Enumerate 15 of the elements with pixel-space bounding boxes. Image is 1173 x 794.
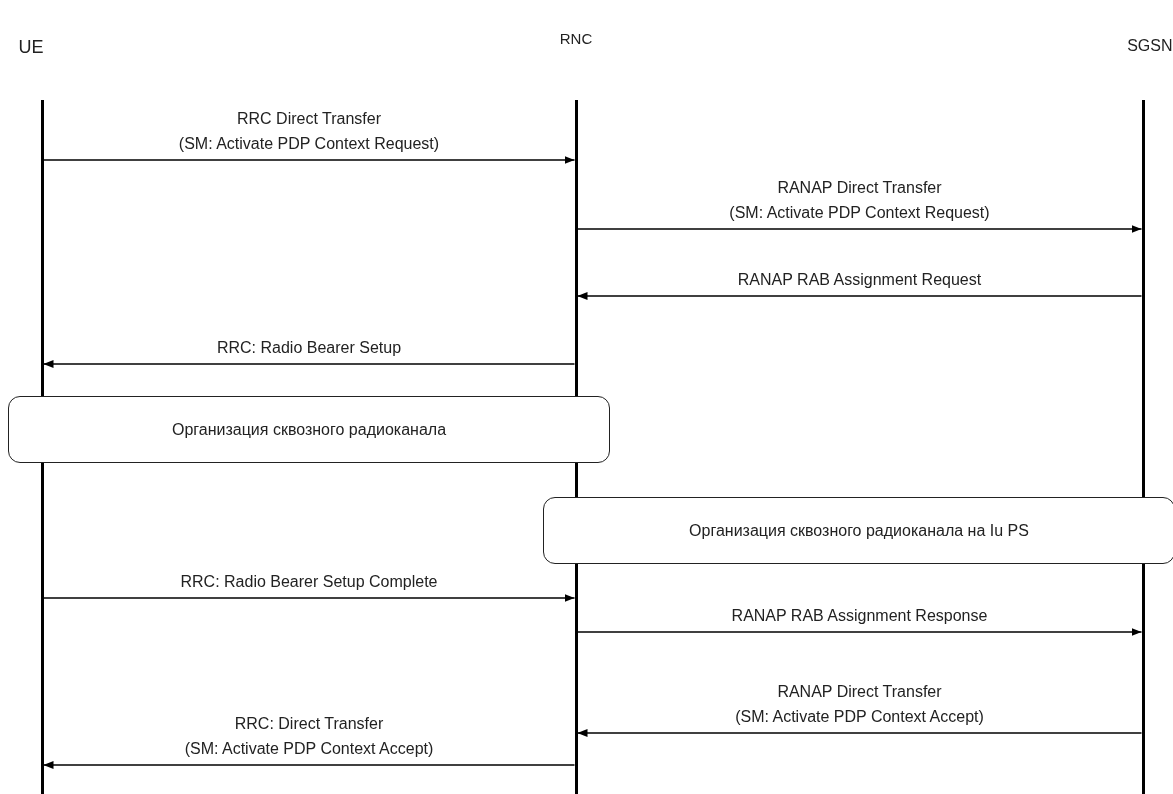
note-text: Организация сквозного радиоканала — [171, 420, 447, 439]
participant-label: RNC — [559, 30, 593, 47]
participant-label: UE — [18, 37, 44, 58]
message-arrow — [42, 594, 576, 602]
message-arrow — [42, 761, 576, 769]
process-box — [8, 396, 610, 463]
message-arrow — [576, 225, 1143, 233]
message-arrow — [42, 156, 576, 164]
process-box — [543, 497, 1173, 564]
message-arrow — [42, 360, 576, 368]
message-arrow — [576, 729, 1143, 737]
message-arrow — [576, 292, 1143, 300]
message-arrow — [576, 628, 1143, 636]
participant-label: SGSN — [1127, 37, 1173, 55]
note-text: Организация сквозного радиоканала на Iu PS — [689, 521, 1029, 540]
